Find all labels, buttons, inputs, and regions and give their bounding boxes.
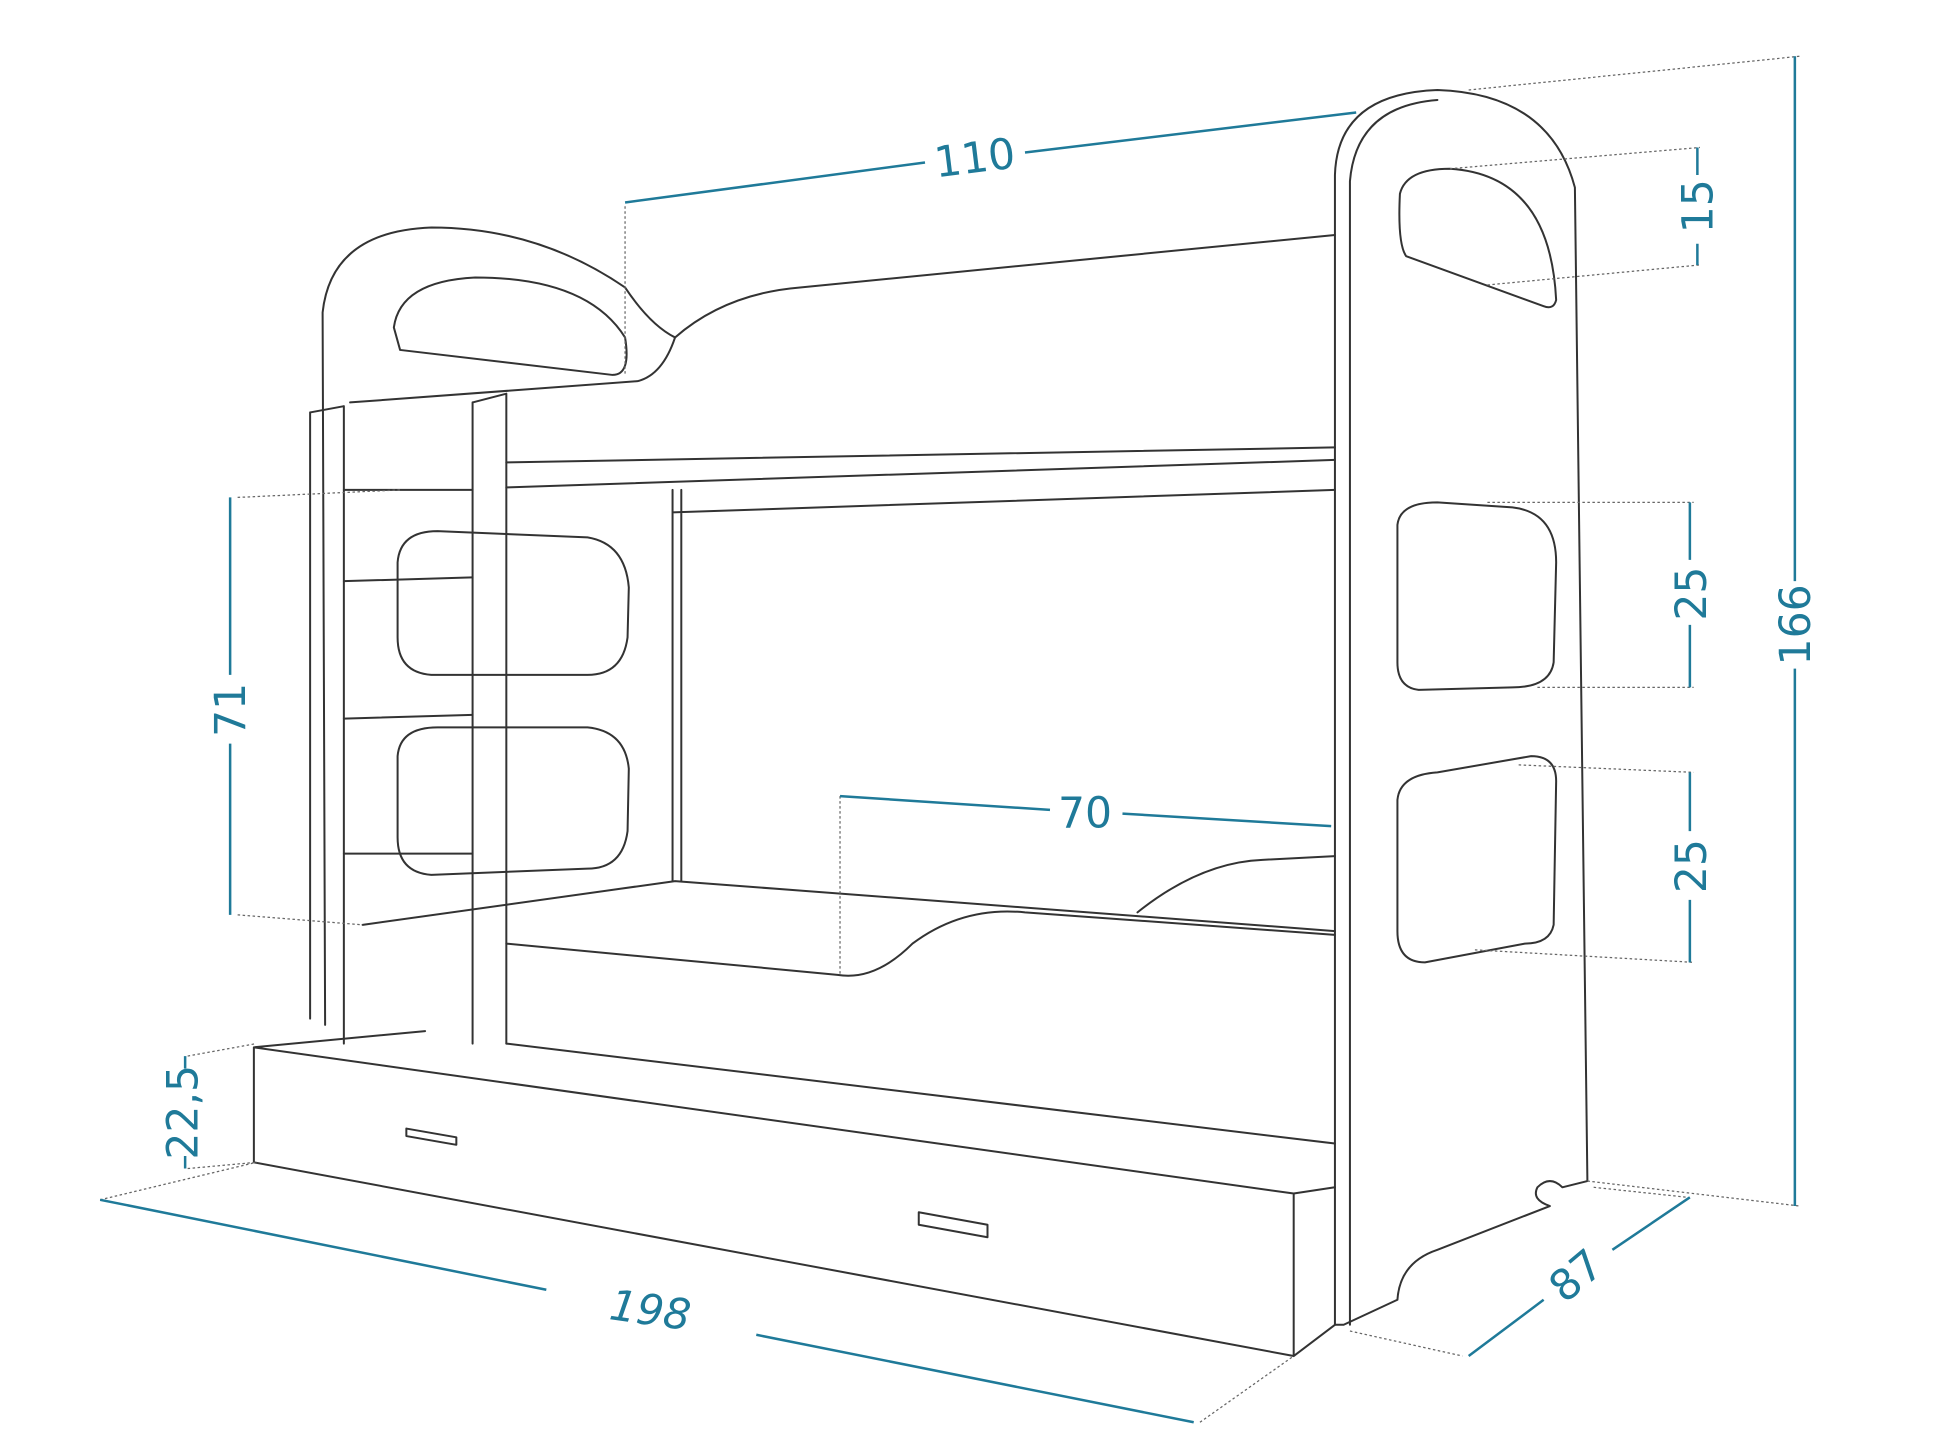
extension-lines [100,55,1800,1423]
dim-total-height: 166 [1772,584,1821,665]
dim-ladder-height: 71 [207,683,256,737]
dim-lower-guard: 70 [1058,789,1112,838]
dim-top-length: 110 [932,130,1018,189]
dimension-lines [99,56,1797,1424]
dim-total-length: 198 [607,1281,694,1341]
dim-window-low: 25 [1668,839,1717,893]
dim-depth: 87 [1540,1240,1613,1312]
dimension-labels: 110 15 25 25 166 71 70 22,5 198 87 [160,130,1821,1341]
dim-window-mid: 25 [1668,567,1717,621]
bed-outline [252,88,1589,1358]
dim-drawer-height: 22,5 [160,1065,209,1160]
dim-window-top: 15 [1674,179,1723,233]
